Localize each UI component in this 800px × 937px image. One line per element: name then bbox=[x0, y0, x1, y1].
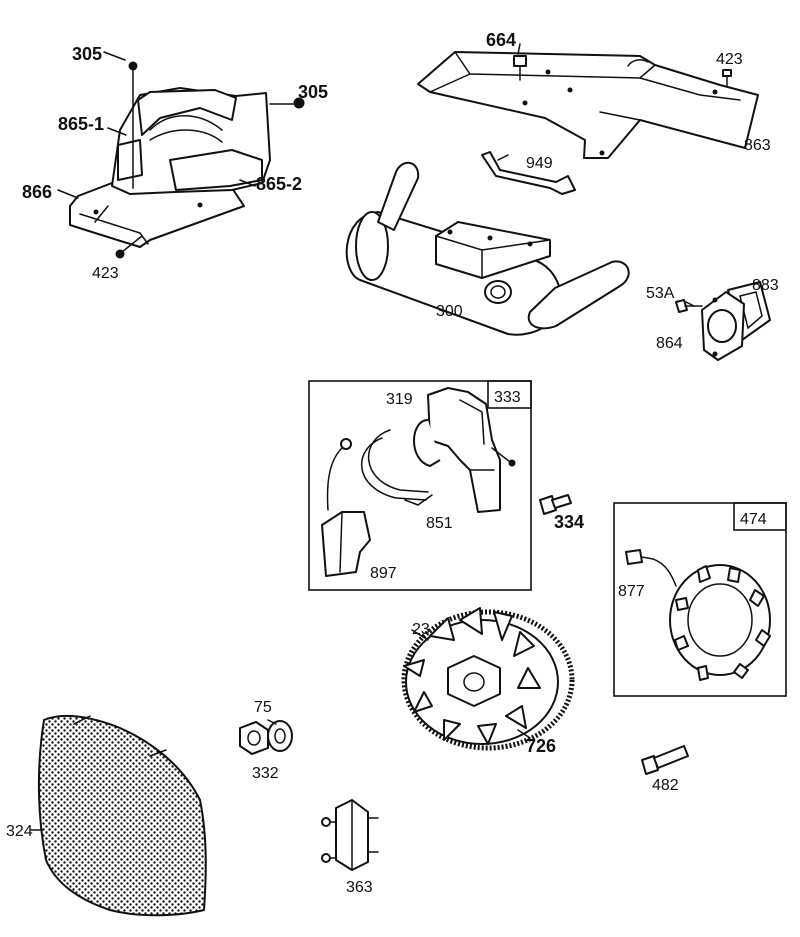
ground-clip-897 bbox=[321, 511, 371, 577]
label-864: 864 bbox=[656, 335, 683, 352]
flywheel-nut bbox=[239, 721, 269, 755]
screw-305-right bbox=[269, 97, 305, 109]
screw-305-top bbox=[128, 61, 138, 189]
label-866: 866 bbox=[22, 182, 52, 202]
rotating-screen bbox=[37, 714, 207, 917]
label-300: 300 bbox=[436, 303, 463, 320]
air-baffle-assembly bbox=[69, 87, 271, 248]
muffler-bracket bbox=[417, 51, 759, 159]
label-305-right: 305 bbox=[298, 82, 328, 102]
label-334: 334 bbox=[554, 512, 584, 532]
label-305-top: 305 bbox=[72, 44, 102, 64]
bracket-949 bbox=[481, 151, 576, 195]
label-726: 726 bbox=[526, 736, 556, 756]
screw-423-right bbox=[722, 69, 732, 87]
label-319: 319 bbox=[386, 391, 413, 408]
label-897: 897 bbox=[370, 565, 397, 582]
screw-334 bbox=[539, 494, 572, 515]
label-423-left: 423 bbox=[92, 265, 119, 282]
mounting-block bbox=[321, 799, 379, 871]
armature-box bbox=[308, 380, 532, 591]
label-664: 664 bbox=[486, 30, 516, 50]
screw-482 bbox=[641, 745, 689, 775]
label-332: 332 bbox=[252, 765, 279, 782]
ignition-armature bbox=[326, 387, 516, 513]
label-75: 75 bbox=[254, 699, 272, 716]
label-53a: 53A bbox=[646, 285, 675, 302]
label-877: 877 bbox=[618, 583, 645, 600]
label-363: 363 bbox=[346, 879, 373, 896]
label-423-right: 423 bbox=[716, 51, 743, 68]
label-851: 851 bbox=[426, 515, 453, 532]
label-333: 333 bbox=[494, 389, 521, 406]
alternator-stator bbox=[625, 549, 771, 681]
stator-box-tag bbox=[733, 502, 787, 531]
label-482: 482 bbox=[652, 777, 679, 794]
washer bbox=[267, 720, 293, 752]
label-883: 883 bbox=[752, 277, 779, 294]
label-23: 23 bbox=[412, 621, 430, 638]
label-863: 863 bbox=[744, 137, 771, 154]
label-865-2: 865-2 bbox=[256, 174, 302, 194]
exhaust-flange bbox=[701, 291, 745, 361]
label-865-1: 865-1 bbox=[58, 114, 104, 134]
label-324: 324 bbox=[6, 823, 33, 840]
screw-664 bbox=[513, 55, 527, 81]
leader-lines bbox=[29, 43, 695, 831]
muffler bbox=[345, 162, 630, 336]
label-474: 474 bbox=[740, 511, 767, 528]
armature-box-tag bbox=[487, 380, 532, 409]
screw-423-left bbox=[115, 235, 143, 259]
stator-box bbox=[613, 502, 787, 697]
flywheel bbox=[401, 607, 575, 751]
label-949: 949 bbox=[526, 155, 553, 172]
screw-53a bbox=[675, 299, 703, 313]
